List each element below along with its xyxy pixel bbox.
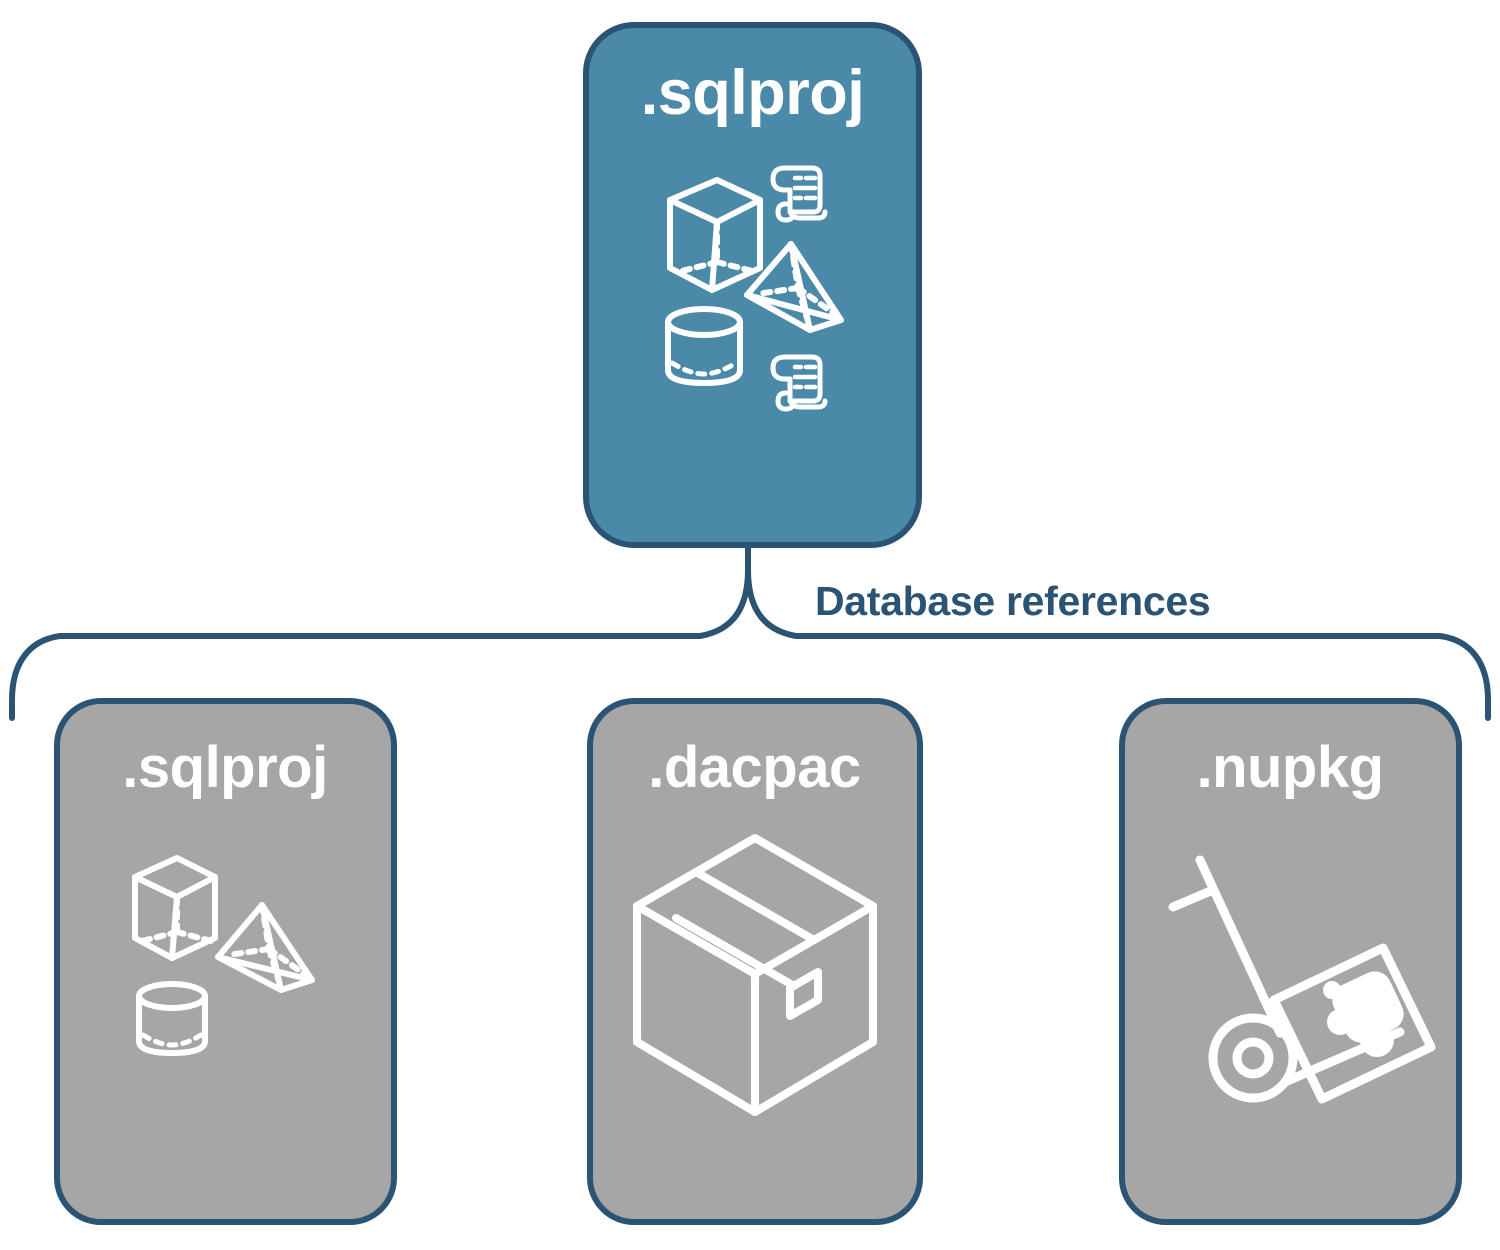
brace-connector bbox=[9, 542, 1491, 721]
cube-icon bbox=[667, 177, 763, 293]
scroll-icon bbox=[770, 354, 828, 412]
leaf-card-title-nupkg: .nupkg bbox=[1196, 735, 1384, 800]
leaf-card-nupkg[interactable] bbox=[1119, 698, 1462, 1225]
leaf-card-title-sqlproj: .sqlproj bbox=[122, 735, 328, 800]
nuget-package-icon bbox=[1269, 943, 1436, 1104]
leaf-card-body[interactable] bbox=[1119, 698, 1462, 1225]
leaf-card-sqlproj[interactable] bbox=[54, 698, 397, 1225]
root-card-sqlproj[interactable] bbox=[583, 22, 922, 548]
cylinder-icon bbox=[136, 981, 208, 1056]
package-box-icon bbox=[633, 834, 877, 1116]
scroll-icon bbox=[770, 165, 828, 223]
leaf-card-dacpac[interactable] bbox=[587, 698, 923, 1225]
cylinder-icon bbox=[665, 306, 743, 386]
root-card-title: .sqlproj bbox=[640, 58, 865, 128]
pyramid-icon bbox=[744, 241, 844, 333]
database-references-label: Database references bbox=[815, 578, 1211, 624]
pyramid-icon bbox=[215, 902, 315, 993]
cube-icon bbox=[132, 855, 218, 961]
leaf-card-title-dacpac: .dacpac bbox=[648, 735, 861, 800]
